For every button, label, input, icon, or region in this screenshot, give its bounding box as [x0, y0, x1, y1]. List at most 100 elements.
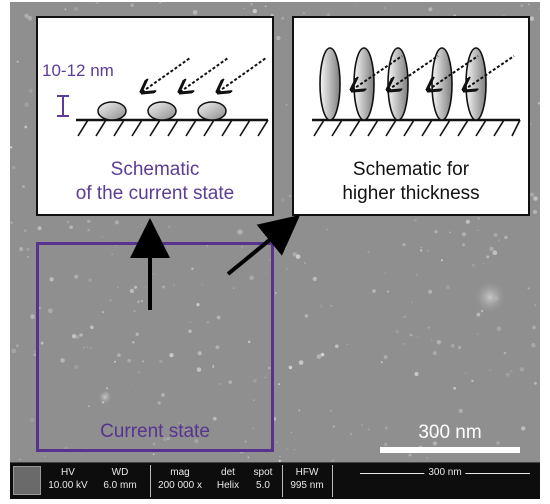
nanoparticle-dot — [458, 408, 463, 413]
nanoparticle-dot — [403, 315, 406, 319]
nanoparticle-dot — [274, 292, 277, 294]
right-panel-caption: Schematic for higher thickness — [294, 158, 528, 206]
nanoparticle-dot — [510, 290, 512, 293]
nanoparticle-dot — [247, 456, 250, 459]
nanoparticle-dot — [413, 218, 417, 222]
nanoparticle-dot — [114, 360, 117, 363]
nanoparticle-dot — [39, 307, 41, 309]
nanoparticle-dot — [432, 441, 438, 446]
nanoparticle-dot — [24, 102, 29, 107]
databar-hv: HV 10.00 kV — [46, 466, 90, 492]
left-panel-caption: Schematic of the current state — [38, 158, 272, 206]
nanoparticle-dot — [206, 320, 210, 324]
nanoparticle-dot — [228, 380, 233, 384]
nanoparticle-dot — [133, 310, 136, 312]
nanoparticle-dot — [95, 2, 99, 5]
nanoparticle-dot — [264, 376, 267, 379]
nanoparticle-dot — [286, 448, 289, 451]
nanoparticle-dot — [243, 7, 246, 10]
databar-header: WD — [111, 467, 129, 478]
nanoparticle-dot — [486, 255, 490, 259]
nanoparticle-dot — [471, 379, 474, 383]
nanoparticle-dot — [503, 351, 507, 355]
databar-header: det — [221, 467, 235, 478]
nanoparticle-dot — [304, 314, 309, 318]
nanoparticle-dot — [530, 123, 532, 125]
nanoparticle-dot — [326, 228, 329, 231]
substrate-hatching — [77, 119, 269, 137]
nanoparticle-dot — [141, 300, 143, 302]
nanoparticle-dot — [132, 341, 135, 344]
nanoparticle-dot — [191, 267, 194, 270]
nanoparticle-dot — [192, 427, 195, 430]
nanoparticle-dot — [420, 246, 423, 249]
nanoparticle-dot — [33, 350, 36, 353]
nanoparticle-dot — [489, 369, 492, 372]
nanoparticle-dot — [69, 225, 73, 229]
nanoparticle-dot — [212, 364, 215, 367]
nanoparticle-dot — [361, 424, 363, 426]
instrument-logo-icon — [13, 466, 41, 495]
nanoparticle-dot — [88, 278, 92, 282]
nanoparticle-dot — [320, 352, 325, 357]
databar-divider — [282, 465, 283, 497]
nanoparticle-dot — [436, 339, 442, 345]
nanoparticle-dot — [71, 333, 77, 339]
nanoparticle-dot — [356, 4, 358, 7]
nanoparticle-dot — [326, 13, 331, 17]
nanoparticle-dot — [335, 344, 339, 348]
nanoparticle-dot — [350, 433, 352, 435]
nanoparticle-dot — [184, 428, 188, 431]
nanoparticle-dot — [489, 246, 494, 252]
nanoparticle-dot — [532, 325, 536, 330]
nanoparticle-dot — [241, 245, 244, 248]
databar-value: 995 nm — [290, 480, 324, 491]
nanoparticle-dot — [26, 247, 30, 252]
incident-arrows — [352, 55, 515, 90]
databar-scale-text: 300 nm — [424, 467, 466, 478]
caption-line: of the current state — [75, 183, 235, 204]
schematic-current-state-panel: 10-12 nm Schematic of the current state — [36, 16, 274, 216]
databar-header: HV — [61, 467, 75, 478]
nanoparticle-dot — [415, 274, 418, 276]
nanoparticle-dot — [129, 288, 135, 294]
nanoparticle-dot — [477, 333, 479, 335]
nanoparticle-dot — [201, 284, 204, 286]
nanoparticle-dot — [178, 422, 181, 425]
nanoparticle-dot — [453, 386, 457, 390]
current-state-schematic — [57, 57, 269, 137]
nanoparticle-dot — [196, 303, 200, 307]
nanoparticle-dot — [414, 371, 419, 377]
nanoparticle-dot — [276, 441, 278, 444]
nanoparticle-dot — [249, 275, 254, 281]
nanoparticle-dot — [288, 365, 293, 370]
nanoparticle-dot — [537, 101, 540, 105]
nanoparticle-dot — [538, 7, 540, 10]
nanoparticle-dot — [521, 426, 526, 431]
nanoparticle-dot — [29, 417, 35, 423]
scale-bar: 300 nm — [380, 422, 520, 453]
nanoparticle-dot — [461, 243, 466, 247]
nanoparticle-dot — [386, 290, 390, 293]
nanoparticle-dot — [304, 262, 306, 264]
arrow-to-right-panel — [226, 214, 301, 276]
nanoparticle-dot — [384, 272, 387, 274]
nanoparticle-dot — [402, 342, 405, 345]
nanoparticle-dot — [476, 312, 481, 317]
nanoparticle-dot — [142, 360, 145, 363]
nanoparticle-dot — [276, 35, 281, 41]
nanoparticle-dot — [383, 355, 388, 360]
nanoparticle-dot — [101, 235, 104, 238]
nanoparticle-dot — [504, 235, 508, 240]
nanoparticle-dot — [87, 229, 90, 232]
databar-value: 6.0 mm — [103, 480, 137, 491]
nanoparticle-dot — [152, 442, 156, 446]
nanoparticle-dot — [527, 287, 530, 290]
nanoparticle-dot — [531, 343, 536, 348]
databar-divider — [332, 465, 333, 497]
nanoparticle-dot — [312, 276, 317, 282]
databar-mag: mag 200 000 x — [152, 466, 208, 492]
nanoparticle-dot — [530, 192, 535, 197]
nanoparticle-dot — [280, 198, 285, 202]
nanoparticle-dot — [90, 325, 94, 330]
